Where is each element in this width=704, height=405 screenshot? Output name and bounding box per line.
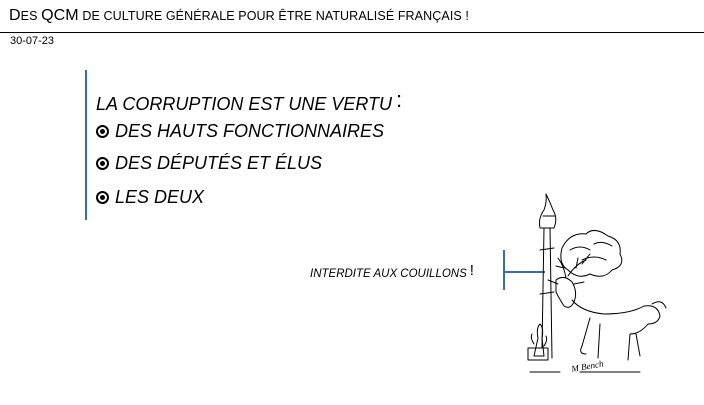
answer-option-label: DES HAUTS FONCTIONNAIRES [115,121,385,141]
answer-option-label: DES DÉPUTÉS ET ÉLUS [115,153,323,173]
bush-sketch [560,230,623,277]
title-qcm: QCM [41,7,79,24]
title-part-1: ES [20,9,42,23]
deer-body [571,299,661,361]
question-title: LA CORRUPTION EST UNE VERTU: [96,87,403,116]
small-sign [527,347,549,361]
answer-option-2[interactable]: DES DÉPUTÉS ET ÉLUS [96,153,322,174]
radio-bullet-icon[interactable] [96,125,109,138]
deer-sketch-illustration: M Bench [527,193,667,374]
caption-pointer-line [503,271,545,273]
question-text: LA CORRUPTION EST UNE VERTU [96,94,393,114]
caption-accent-bar [503,250,505,290]
caption-exclamation: ! [469,262,474,279]
title-rest: DE CULTURE GÉNÉRALE POUR ÊTRE NATURALISÉ… [78,9,469,23]
pole-top [539,193,557,229]
title-initial: D [9,7,21,24]
cactus [530,323,548,357]
question-accent-bar [85,70,87,220]
illustration-caption: INTERDITE AUX COUILLONS! [310,262,474,281]
caption-text: INTERDITE AUX COUILLONS [310,268,467,280]
radio-bullet-icon[interactable] [96,191,109,204]
deer-antlers [555,253,591,279]
answer-option-label: LES DEUX [115,187,205,207]
answer-option-3[interactable]: LES DEUX [96,187,204,208]
answer-option-1[interactable]: DES HAUTS FONCTIONNAIRES [96,121,384,142]
question-colon: : [396,87,403,112]
deer-head [555,276,577,308]
header-divider [0,32,704,33]
post-date: 30-07-23 [10,35,55,47]
radio-bullet-icon[interactable] [96,157,109,170]
page-title: DES QCM DE CULTURE GÉNÉRALE POUR ÊTRE NA… [9,7,469,25]
